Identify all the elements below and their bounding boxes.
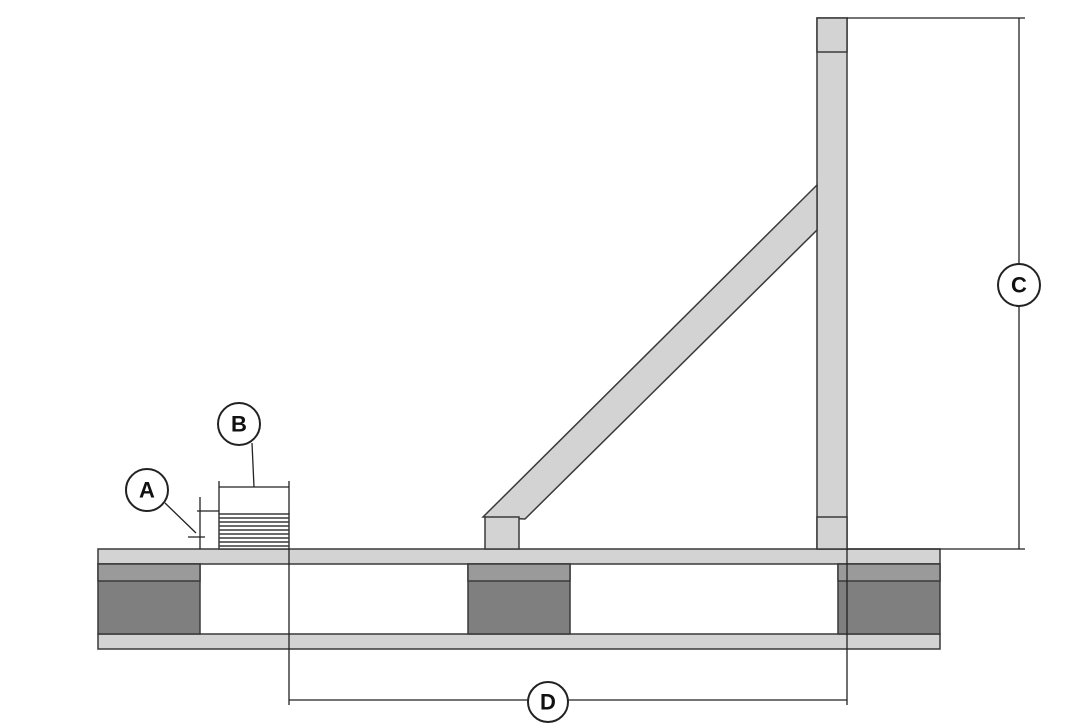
pallet-block-right	[837, 563, 941, 635]
brace-foot-block	[484, 516, 520, 550]
diagonal-brace	[481, 183, 818, 550]
callout-a: A	[125, 468, 169, 512]
callout-a-label: A	[139, 478, 155, 503]
vertical-post	[816, 17, 848, 550]
callout-d: D	[527, 681, 569, 723]
pallet-base	[97, 548, 941, 650]
pallet-block-middle	[467, 563, 571, 635]
pallet-bottom-board	[97, 633, 941, 650]
dimension-b	[218, 442, 290, 514]
callout-b-label: B	[231, 412, 247, 437]
callout-c: C	[997, 263, 1041, 307]
spacer-stack	[218, 513, 290, 550]
callout-d-label: D	[540, 690, 556, 715]
post-top-cap	[816, 17, 848, 53]
pallet-top-board	[97, 548, 941, 565]
pallet-block-left	[97, 563, 201, 635]
callout-b: B	[217, 402, 261, 446]
post-bottom-block	[816, 516, 848, 550]
dimension-a	[164, 497, 219, 549]
callout-c-label: C	[1011, 273, 1027, 298]
